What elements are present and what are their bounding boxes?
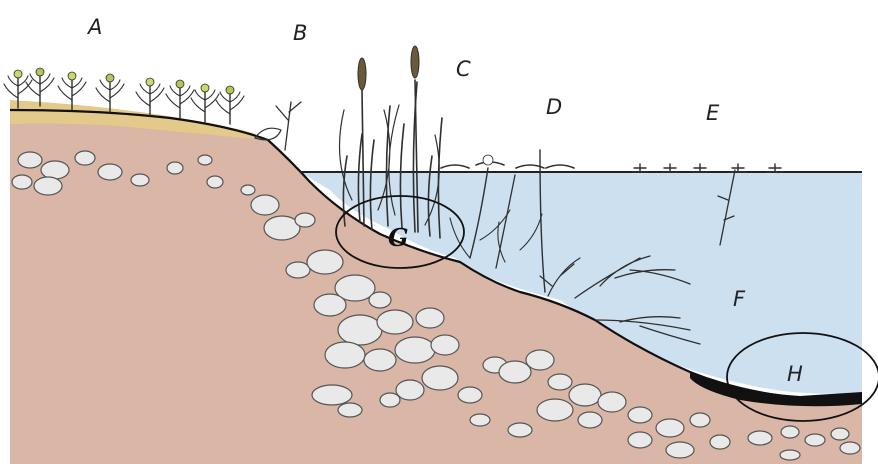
stone (338, 403, 362, 417)
flower-head (68, 72, 76, 80)
stone (628, 407, 652, 423)
zone-label-a: A (86, 15, 102, 39)
zone-label-f: F (733, 287, 746, 311)
stone (295, 213, 315, 227)
plant-stroke (26, 82, 40, 96)
stone (840, 442, 860, 454)
stone (396, 380, 424, 400)
zone-label-h: H (787, 362, 803, 386)
stone (307, 250, 343, 274)
flower-head (483, 155, 493, 165)
plant-stroke (662, 164, 678, 172)
stone (781, 426, 799, 438)
flower-head (106, 74, 114, 82)
stone (18, 152, 42, 168)
stone (416, 308, 444, 328)
stone (780, 450, 800, 460)
stone (41, 161, 69, 179)
zone-label-c: C (456, 57, 471, 81)
stone (537, 399, 573, 421)
stone (338, 315, 382, 345)
stone (75, 151, 95, 165)
stone (656, 419, 684, 437)
plant-stroke (58, 86, 72, 100)
stone (431, 335, 459, 355)
plant-stroke (96, 88, 110, 102)
plant-stroke (730, 164, 746, 172)
stone (12, 175, 32, 189)
stone (312, 385, 352, 405)
stone (167, 162, 183, 174)
zone-label-e: E (706, 101, 720, 125)
stone (207, 176, 223, 188)
cattail-head (358, 58, 366, 90)
stone (380, 393, 400, 407)
plant-stroke (72, 82, 86, 96)
stone (286, 262, 310, 278)
stone (508, 423, 532, 437)
stone (314, 294, 346, 316)
plant-stroke (546, 165, 574, 168)
flower-head (226, 86, 234, 94)
stone (805, 434, 825, 446)
stone (831, 428, 849, 440)
plant-stroke (767, 164, 783, 172)
plant-stroke (4, 84, 18, 98)
stone (710, 435, 730, 449)
stone (131, 174, 149, 186)
stone (690, 413, 710, 427)
stone (499, 361, 531, 383)
plant-stroke (180, 90, 194, 104)
zone-label-g: G (388, 223, 409, 252)
plant-stroke (216, 100, 230, 114)
plant-stroke (191, 98, 205, 112)
cattail-head (411, 46, 419, 78)
plant-stroke (692, 164, 708, 172)
stone (569, 384, 601, 406)
plant-stroke (632, 164, 648, 172)
zone-label-b: B (293, 21, 307, 45)
stone (198, 155, 212, 165)
plant-stroke (166, 94, 180, 108)
stone (241, 185, 255, 195)
stone (598, 392, 626, 412)
stone (377, 310, 413, 334)
flower-head (14, 70, 22, 78)
flower-head (36, 68, 44, 76)
stone (369, 292, 391, 308)
plant-stroke (230, 96, 244, 110)
plant-stroke (150, 88, 164, 102)
stone (34, 177, 62, 195)
stone (325, 342, 365, 368)
stone (666, 442, 694, 458)
stone (748, 431, 772, 445)
plant-stroke (110, 84, 124, 98)
stone (251, 195, 279, 215)
plant-stroke (136, 92, 150, 106)
stone (364, 349, 396, 371)
stone (458, 387, 482, 403)
zone-label-d: D (546, 95, 562, 119)
flower-head (201, 84, 209, 92)
flower-head (146, 78, 154, 86)
stone (628, 432, 652, 448)
stone (98, 164, 122, 180)
stone (395, 337, 435, 363)
plant-stroke (276, 102, 301, 150)
plant-stroke (40, 78, 54, 92)
stone (422, 366, 458, 390)
stone (470, 414, 490, 426)
stone (526, 350, 554, 370)
plant-stroke (441, 165, 469, 168)
flower-head (176, 80, 184, 88)
stone (578, 412, 602, 428)
stone (548, 374, 572, 390)
